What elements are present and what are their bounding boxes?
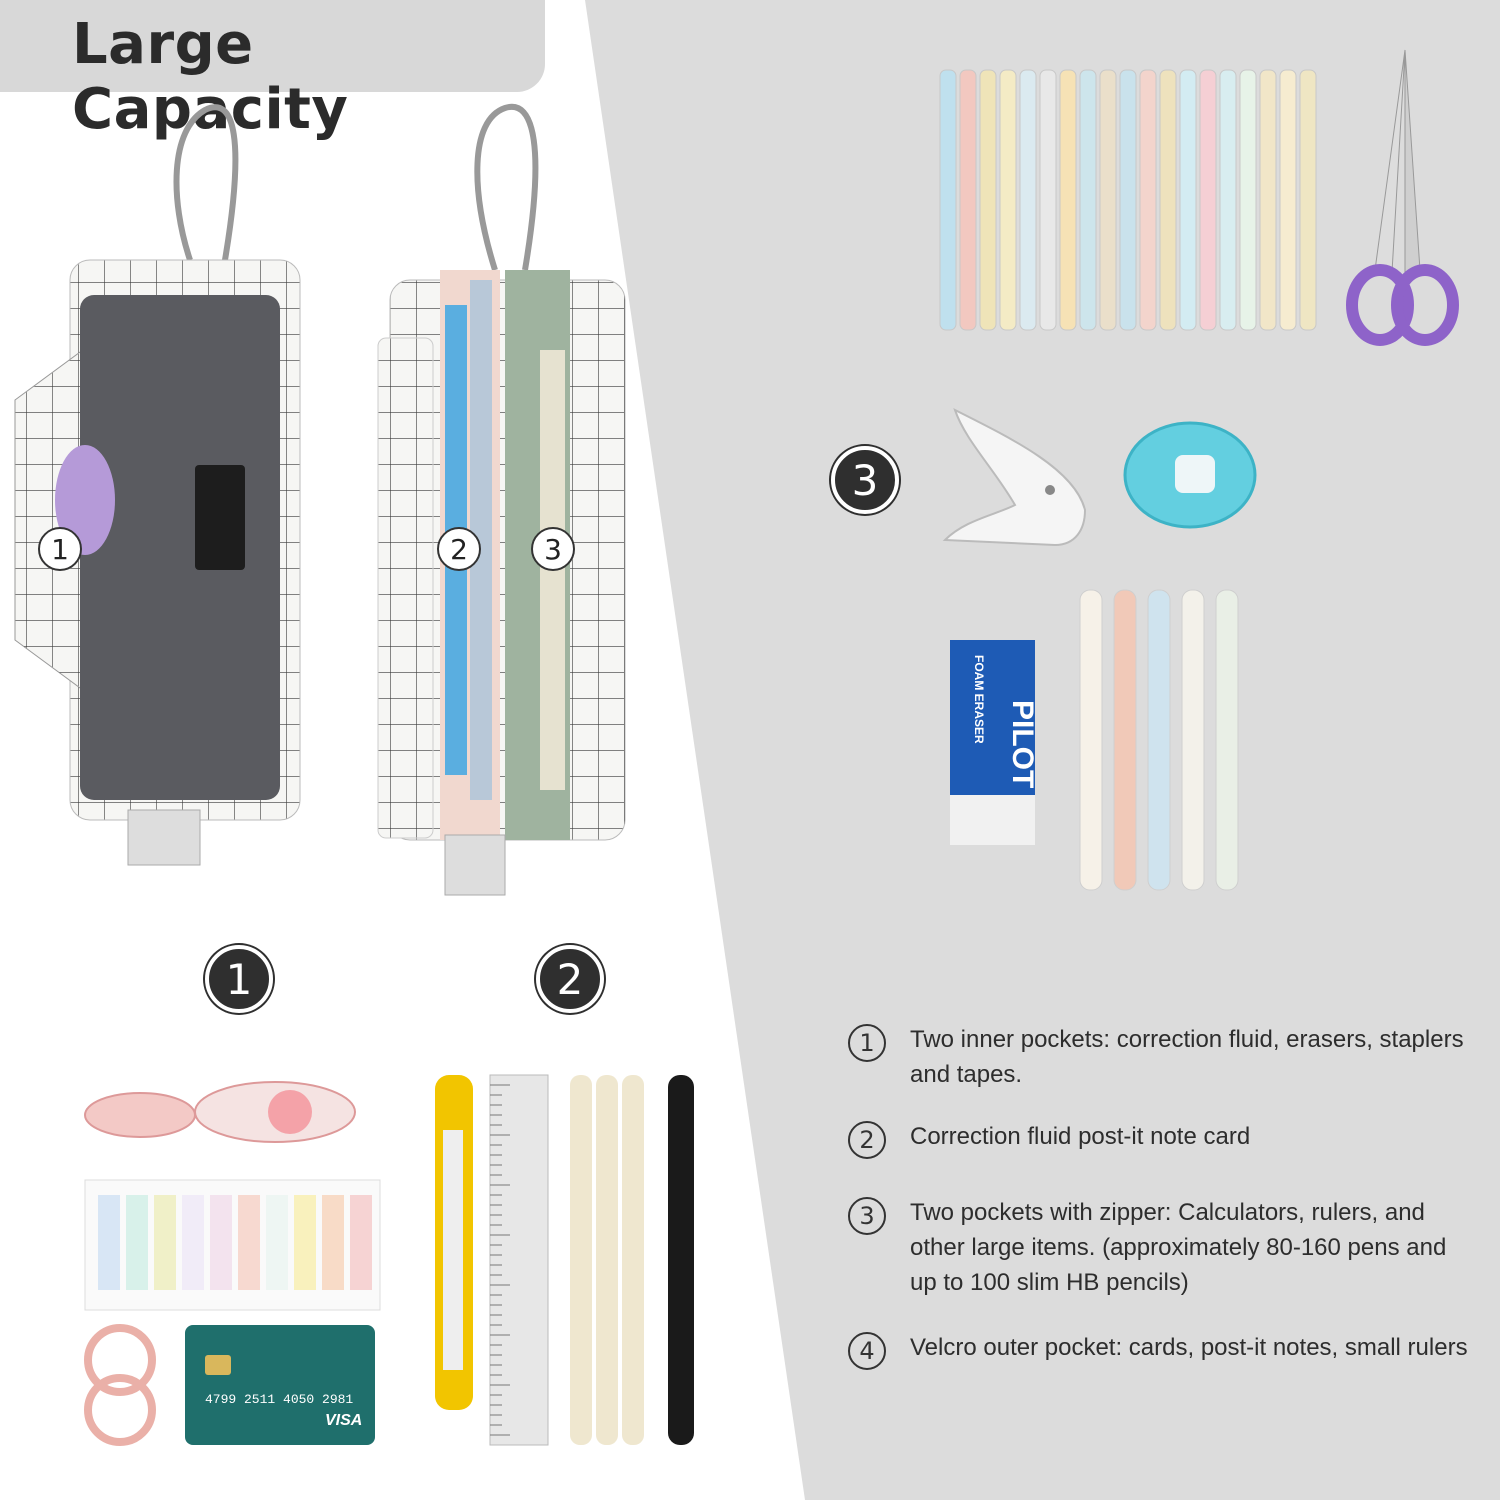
pocket-marker-2: 2: [437, 527, 481, 571]
card-brand: VISA: [325, 1412, 362, 1429]
sticky-flags-icon: [84, 1179, 381, 1311]
pen-icon: [959, 69, 977, 331]
pocket-marker-3: 3: [531, 527, 575, 571]
gel-pen-icon: [1079, 589, 1103, 891]
supplies-bottom: 4799 2511 4050 2981 VISA: [84, 1074, 694, 1446]
box-knife-icon: [435, 1075, 473, 1410]
feature-item: 2 Correction fluid post-it note card: [848, 1119, 1470, 1159]
sticky-flag: [98, 1195, 120, 1290]
sticky-flag: [126, 1195, 148, 1290]
card-number: 4799 2511 4050 2981: [205, 1392, 353, 1407]
pen-icon: [1299, 69, 1317, 331]
correction-tape-icon: [84, 1081, 356, 1143]
eraser-icon: PILOT FOAM ERASER: [950, 640, 1039, 845]
feature-number: 4: [848, 1332, 886, 1370]
gel-pen-icon: [1147, 589, 1171, 891]
scissors-icon: [1346, 49, 1459, 346]
punch-and-cutter: [942, 408, 1257, 547]
pen-icon: [1219, 69, 1237, 331]
eraser-and-pens: PILOT FOAM ERASER: [950, 589, 1239, 891]
sticky-flag: [266, 1195, 288, 1290]
pen-icon: [1019, 69, 1037, 331]
gel-pen-icon: [1113, 589, 1137, 891]
pen-icon: [939, 69, 957, 331]
feature-number: 1: [848, 1024, 886, 1062]
feature-item: 1 Two inner pockets: correction fluid, e…: [848, 1022, 1470, 1092]
sticky-flag: [238, 1195, 260, 1290]
pen-icon: [1099, 69, 1117, 331]
eraser-label: FOAM ERASER: [972, 655, 986, 744]
washi-tape-icon: [84, 1324, 156, 1446]
pen-icon: [999, 69, 1017, 331]
feature-text: Two inner pockets: correction fluid, era…: [910, 1026, 1464, 1088]
sticky-flag: [182, 1195, 204, 1290]
section-badge-3: 3: [831, 446, 899, 514]
pencil-case-right: [377, 103, 626, 896]
feature-number: 3: [848, 1197, 886, 1235]
pen-icon: [1059, 69, 1077, 331]
sticky-flag: [154, 1195, 176, 1290]
box-cutter-icon: [1123, 421, 1257, 529]
pen-icon: [1119, 69, 1137, 331]
pens-and-scissors: [939, 49, 1459, 346]
section-badge-1: 1: [205, 945, 273, 1013]
pencil-case-left: [14, 104, 301, 866]
eraser-brand: PILOT: [1006, 700, 1039, 788]
pen-icon: [1159, 69, 1177, 331]
feature-item: 3 Two pockets with zipper: Calculators, …: [848, 1195, 1470, 1300]
credit-card-icon: 4799 2511 4050 2981 VISA: [185, 1325, 375, 1445]
pen-icon: [1139, 69, 1157, 331]
marker-icon: [668, 1075, 694, 1445]
glitter-pens-icon: [570, 1075, 644, 1445]
pen-icon: [1259, 69, 1277, 331]
pocket-marker-1: 1: [38, 527, 82, 571]
pen-icon: [1279, 69, 1297, 331]
pen-icon: [1039, 69, 1057, 331]
title-tab: Large Capacity: [0, 0, 545, 142]
section-badge-2: 2: [536, 945, 604, 1013]
sticky-flag: [350, 1195, 372, 1290]
pen-icon: [1199, 69, 1217, 331]
pen-icon: [1079, 69, 1097, 331]
feature-text: Correction fluid post-it note card: [910, 1123, 1251, 1150]
feature-item: 4 Velcro outer pocket: cards, post-it no…: [848, 1330, 1470, 1370]
gel-pen-icon: [1181, 589, 1205, 891]
pencil-case-illustration: [14, 103, 626, 896]
sticky-flag: [294, 1195, 316, 1290]
feature-number: 2: [848, 1121, 886, 1159]
sticky-flag: [210, 1195, 232, 1290]
pen-icon: [979, 69, 997, 331]
feature-text: Two pockets with zipper: Calculators, ru…: [910, 1199, 1447, 1296]
pen-icon: [1239, 69, 1257, 331]
feature-text: Velcro outer pocket: cards, post-it note…: [910, 1334, 1468, 1361]
ruler-icon: [489, 1074, 549, 1446]
gel-pen-icon: [1215, 589, 1239, 891]
pen-icon: [1179, 69, 1197, 331]
sticky-flag: [322, 1195, 344, 1290]
hole-punch-icon: [942, 408, 1087, 547]
